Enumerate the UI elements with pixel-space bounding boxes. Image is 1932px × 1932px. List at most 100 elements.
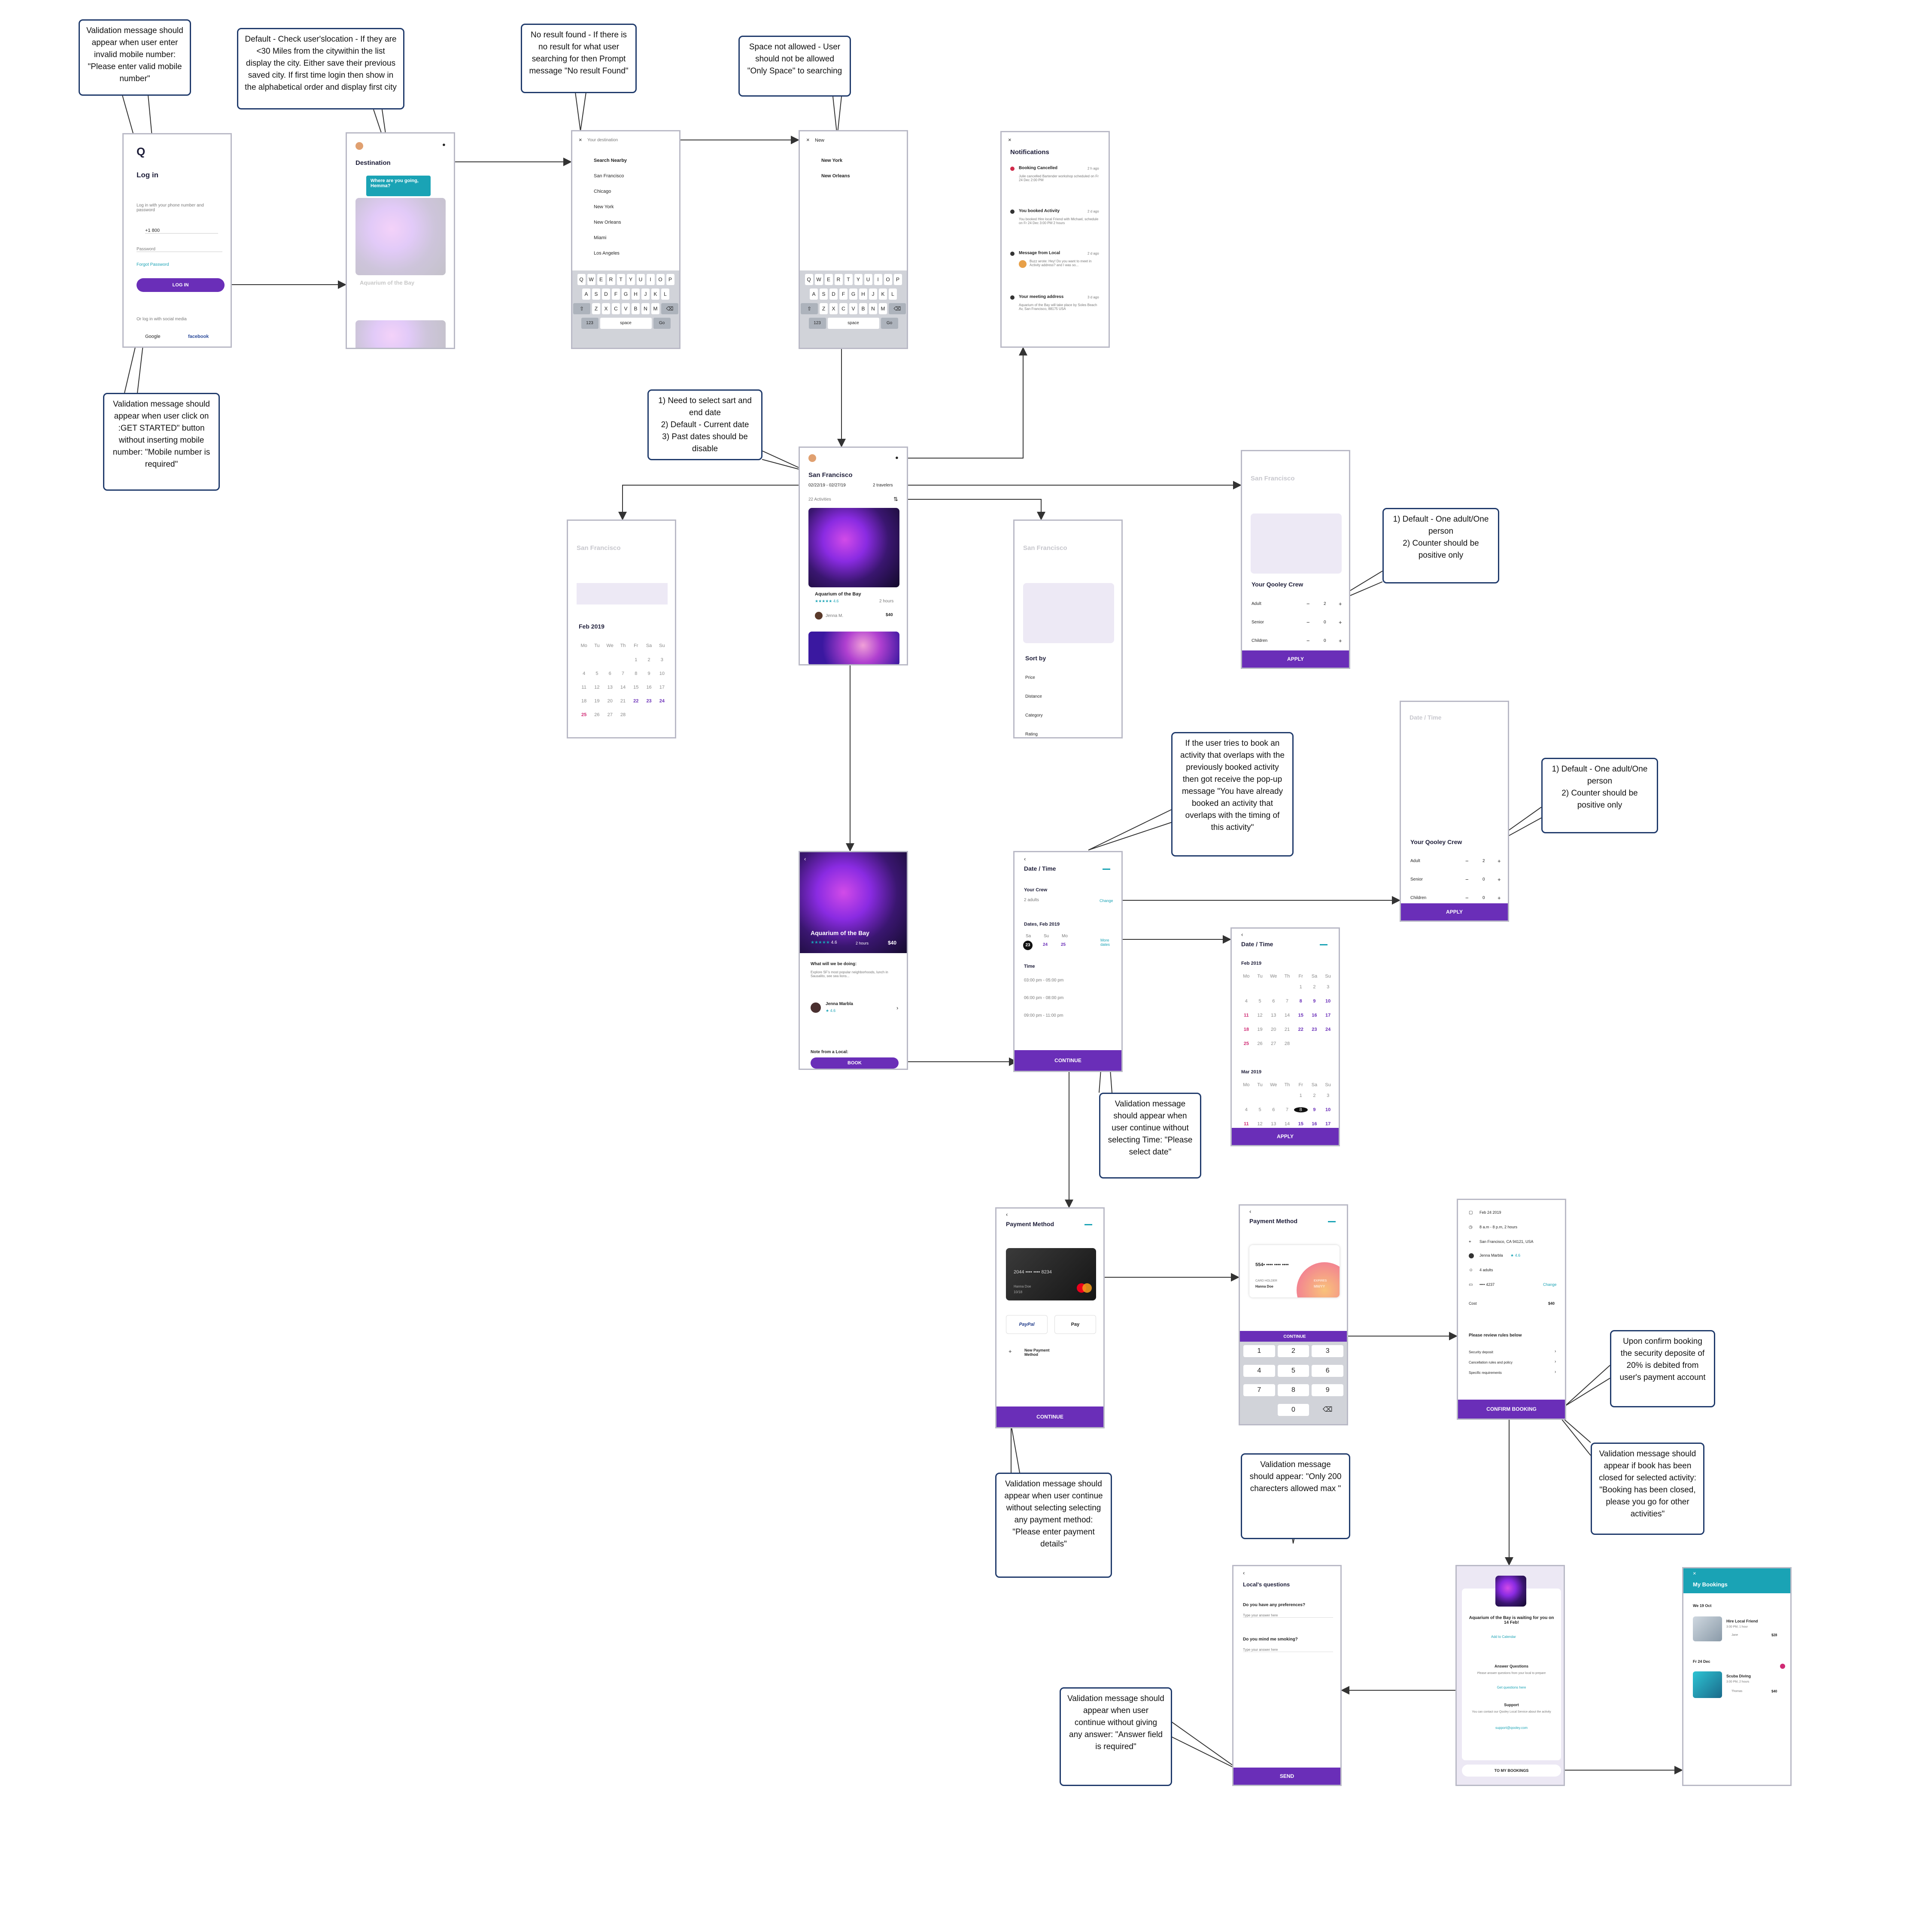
key[interactable]: B [632,303,640,314]
key[interactable]: W [814,274,823,285]
result-item[interactable]: New Orleans [821,173,850,179]
destination-title[interactable]: Destination [355,159,391,167]
calendar-day[interactable]: 25 [1243,1041,1249,1046]
credit-card[interactable]: 2044 •••• •••• 8234 Hanna Doe 10/18 [1006,1248,1096,1300]
date-range[interactable]: 02/22/19 - 02/27/19 [808,483,846,488]
calendar-day[interactable]: 21 [1284,1027,1290,1032]
calendar-day[interactable]: 12 [1257,1013,1263,1018]
key[interactable]: M [651,303,659,314]
calendar-day[interactable]: 11 [581,685,586,690]
increment-button[interactable]: + [1498,858,1501,864]
change-crew-link[interactable]: Change [1100,899,1113,903]
time-slot[interactable]: 06:00 pm - 08:00 pm [1024,996,1064,1000]
sort-option[interactable]: Price [1025,675,1035,680]
calendar-day[interactable]: 2 [1313,984,1316,990]
space-key[interactable]: space [827,318,879,329]
notification-bell-icon[interactable]: ● [895,454,899,461]
key[interactable]: V [622,303,630,314]
back-icon[interactable]: ‹ [1024,856,1026,862]
password-input[interactable]: Password [137,247,222,252]
search-input[interactable]: Your destination [587,138,618,143]
numpad-key[interactable]: 2 [1277,1345,1309,1357]
key[interactable]: M [879,303,887,314]
calendar-day[interactable]: 20 [1271,1027,1276,1032]
increment-button[interactable]: + [1498,876,1501,883]
answer-link[interactable]: Get questions here [1497,1686,1526,1689]
calendar-day[interactable]: 2 [1313,1093,1316,1098]
travelers-selector[interactable]: 2 travelers [873,483,893,488]
back-icon[interactable]: ‹ [1249,1208,1252,1215]
calendar-day[interactable]: 18 [1243,1027,1249,1032]
calendar-day[interactable]: 10 [1325,999,1331,1004]
go-key[interactable]: Go [881,318,898,329]
numpad[interactable]: 1 2 3 4 5 6 7 8 9 0 ⌫ [1240,1342,1347,1424]
calendar-day[interactable]: 8 [1294,1107,1308,1112]
numpad-key[interactable]: 0 [1277,1403,1309,1416]
key[interactable]: Z [592,303,600,314]
calendar-day[interactable]: 15 [633,685,639,690]
time-slot[interactable]: 03:00 pm - 05:00 pm [1024,978,1064,983]
result-item[interactable]: Miami [594,235,607,240]
chevron-right-icon[interactable]: › [1555,1349,1556,1354]
calendar-day[interactable]: 18 [581,699,587,704]
calendar-day[interactable]: 15 [1298,1121,1303,1127]
key[interactable]: K [651,289,659,300]
activity-image[interactable] [808,508,899,587]
increment-button[interactable]: + [1339,619,1342,626]
calendar-day[interactable]: 19 [1257,1027,1263,1032]
calendar-day[interactable]: 14 [620,685,626,690]
key[interactable]: E [824,274,833,285]
continue-button[interactable]: CONTINUE [1015,1050,1121,1071]
key[interactable]: N [869,303,877,314]
result-item[interactable]: Search Nearby [594,158,627,163]
apply-button[interactable]: APPLY [1242,650,1349,668]
sort-option[interactable]: Category [1025,713,1043,718]
close-icon[interactable]: × [1008,137,1012,143]
numpad-key[interactable]: 1 [1243,1345,1275,1357]
calendar-day[interactable]: 5 [1258,1107,1261,1112]
back-icon[interactable]: ‹ [1006,1211,1008,1218]
space-key[interactable]: space [600,318,652,329]
decrement-button[interactable]: − [1306,638,1310,644]
login-button[interactable]: LOG IN [137,278,225,292]
key[interactable]: C [839,303,848,314]
notification-bell-icon[interactable]: ● [442,141,446,148]
calendar-day[interactable]: 16 [646,685,652,690]
calendar-day[interactable]: 10 [659,671,665,676]
close-icon[interactable]: × [806,137,810,143]
key[interactable]: T [617,274,625,285]
day-option[interactable]: 24 [1043,942,1048,947]
back-icon[interactable]: ‹ [1243,1570,1245,1576]
add-to-calendar-link[interactable]: Add to Calendar [1491,1635,1516,1639]
key[interactable]: D [602,289,610,300]
answer-input-2[interactable]: Type your answer here [1243,1648,1333,1652]
calendar-day[interactable]: 6 [1272,1107,1275,1112]
back-icon[interactable]: ‹ [804,856,806,862]
chevron-right-icon[interactable]: › [1555,1370,1556,1374]
numpad-key[interactable]: 8 [1277,1384,1309,1396]
calendar-day[interactable]: 9 [1313,999,1316,1004]
key[interactable]: H [632,289,640,300]
result-item[interactable]: New Orleans [594,220,621,225]
key[interactable]: Y [626,274,635,285]
numbers-key[interactable]: 123 [581,318,598,329]
close-icon[interactable]: × [579,137,582,143]
support-email[interactable]: support@qooley.com [1495,1726,1528,1730]
applepay-option[interactable]: Pay [1054,1315,1096,1334]
forgot-password-link[interactable]: Forgot Password [137,262,169,267]
key[interactable]: F [839,289,848,300]
day-selected[interactable]: 23 [1023,941,1033,950]
calendar-day[interactable]: 1 [1299,984,1302,990]
backspace-key-icon[interactable]: ⌫ [661,303,678,314]
calendar-day[interactable]: 14 [1284,1013,1290,1018]
numpad-key[interactable]: 5 [1277,1364,1309,1377]
key[interactable]: L [661,289,669,300]
continue-button[interactable]: CONTINUE [996,1406,1103,1427]
key[interactable]: R [834,274,843,285]
increment-button[interactable]: + [1498,895,1501,901]
result-item[interactable]: New York [594,204,614,210]
key[interactable]: L [889,289,897,300]
city-title[interactable]: San Francisco [808,471,853,479]
numpad-key[interactable]: 9 [1312,1384,1343,1396]
